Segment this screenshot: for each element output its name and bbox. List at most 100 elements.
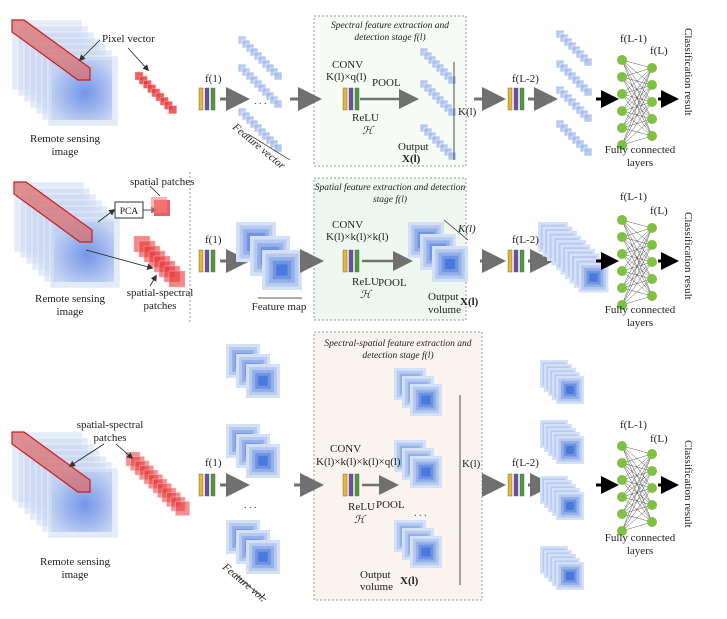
row3-relu: ReLU [348, 501, 375, 513]
row1-dots: . . . [254, 96, 267, 107]
row3-conv-dims: K(l)×k(l)×k(l)×q(l) [316, 456, 401, 468]
row3-stage-bars-relu [349, 474, 353, 496]
row2-stage-title-2: stage f(l) [373, 194, 407, 205]
row2-f1-bars-pool [211, 250, 215, 272]
row1-fL2: f(L-2) [512, 73, 539, 85]
row2-fc-node [647, 257, 657, 267]
row3-fc-top-2: f(L) [650, 433, 668, 445]
row2-output-2: volume [428, 304, 461, 316]
row1-l2-strip [584, 58, 592, 66]
row1-fL2-bars-pool [520, 88, 524, 110]
row1-stage-bars-relu [349, 88, 353, 110]
row2-result: Classification result [682, 212, 694, 300]
row1-pixel-vector-label: Pixel vector [102, 33, 155, 45]
row3-pool: POOL [376, 499, 405, 511]
row2-l2-map [589, 273, 597, 281]
row2-f1: f(1) [205, 234, 222, 246]
row2-fc-node [617, 283, 627, 293]
row3-dots: . . . [414, 508, 427, 519]
row2-feature-label: Feature map [252, 301, 307, 313]
pca-label: PCA [120, 207, 139, 217]
row2-rs-label-1: Remote sensing [35, 293, 105, 305]
row3-l2-vol [566, 572, 574, 580]
row3-rs-label-1: Remote sensing [40, 556, 110, 568]
row1-stage-title-1: Spectral feature extraction and [331, 20, 449, 31]
row3-fc-node [647, 500, 657, 510]
row3-fc-node [647, 483, 657, 493]
row3-fc-node [617, 475, 627, 485]
row3-l2-vol [566, 386, 574, 394]
row3-fc-node [617, 509, 627, 519]
row2-rs-label-2: image [57, 306, 84, 318]
row1-fc-edge [622, 68, 652, 145]
row1-f1: f(1) [205, 73, 222, 85]
row2-fc-label-2: layers [627, 317, 653, 329]
row3-out [422, 468, 431, 477]
row1-pointer [128, 48, 148, 70]
row3-fc-label-1: Fully connected [605, 532, 676, 544]
row1-fc-node [647, 63, 657, 73]
row1-fL2-bars-relu [514, 88, 518, 110]
row2-fc-node [647, 240, 657, 250]
row3-stage-bars-pool [355, 474, 359, 496]
row2-stage-title-1: Spatial feature extraction and detection [315, 182, 466, 193]
row3-fc-edge [622, 454, 652, 531]
row1-pool: POOL [372, 77, 401, 89]
row1-output-x: X(l) [402, 153, 421, 165]
row2-output-1: Output [428, 291, 459, 303]
row3-output-2: volume [360, 581, 393, 593]
row1-stage-title-2: detection stage f(l) [354, 32, 425, 43]
row3-fc-top-1: f(L-1) [620, 419, 647, 431]
row1-fc-node [617, 72, 627, 82]
row3-rs-label-2: image [62, 569, 89, 581]
row3-dots: . . . [244, 500, 257, 511]
row2-stage-bars-pool [355, 250, 359, 272]
row1-fc-node [647, 80, 657, 90]
row1-l2-strip [584, 114, 592, 122]
row3-fvol [258, 552, 268, 562]
row3-fL2: f(L-2) [512, 457, 539, 469]
row2-patch-label: spatial patches [130, 176, 194, 188]
row2-fL2-bars-conv [508, 250, 512, 272]
row1-rs-label-1: Remote sensing [30, 133, 100, 145]
row2-fc-node [617, 215, 627, 225]
row1-f1-bars-pool [211, 88, 215, 110]
row3-fc-edge [622, 488, 652, 531]
row3-stage-title-2: detection stage f(l) [362, 350, 433, 361]
row2-stage-bars-conv [343, 250, 347, 272]
row1-result: Classification result [682, 28, 694, 116]
row3-fvol [258, 376, 268, 386]
row1-out-strip [448, 108, 456, 116]
row3-k: K(l) [462, 458, 481, 470]
row2-out [445, 259, 455, 269]
row2-fc-top-2: f(L) [650, 205, 668, 217]
row1-out-strip [448, 76, 456, 84]
row2-output-x: X(l) [460, 296, 479, 308]
row1-fc-label-1: Fully connected [605, 144, 676, 156]
row3-fc-node [617, 441, 627, 451]
row1-pixel-vector [169, 106, 177, 114]
row3-f1-bars-conv [199, 474, 203, 496]
row1-f1-bars-conv [199, 88, 203, 110]
row3-l2-vol [566, 446, 574, 454]
row1-fc-node [617, 89, 627, 99]
row1-fc-top-2: f(L) [650, 45, 668, 57]
row1-fc-node [617, 106, 627, 116]
row3-f1: f(1) [205, 457, 222, 469]
row2-fc-node [617, 266, 627, 276]
row2-fL2-bars-relu [514, 250, 518, 272]
row2-ssp-patch [169, 271, 185, 287]
row2-fmap [276, 264, 287, 275]
row3-fL2-bars-conv [508, 474, 512, 496]
row3-f1-bars-relu [205, 474, 209, 496]
row2-fc-label-1: Fully connected [605, 304, 676, 316]
row3-fc-label-2: layers [627, 545, 653, 557]
row1-conv: CONV [332, 59, 363, 71]
row2-conv: CONV [332, 219, 363, 231]
row2-fc-edge [622, 262, 652, 305]
row2-k: K(l) [457, 223, 476, 235]
row2-fL2: f(L-2) [512, 234, 539, 246]
row3-stage-bars-conv [343, 474, 347, 496]
